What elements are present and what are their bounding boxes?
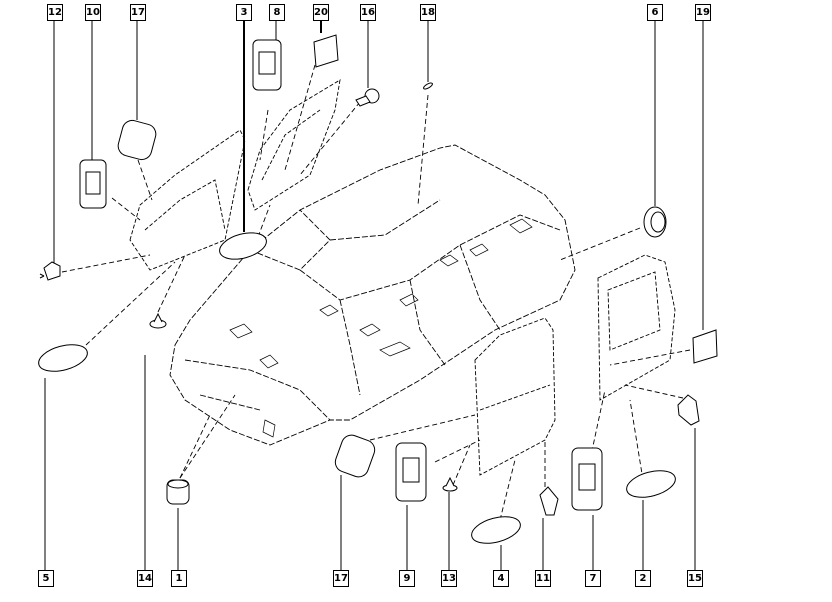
part-5-oval-plug — [38, 344, 88, 372]
part-14-push-pin — [149, 312, 167, 329]
rear-left-door — [474, 317, 556, 476]
part-1-round-plug — [166, 479, 190, 505]
callout-19: 19 — [695, 4, 711, 21]
part-8-handle-insert — [252, 39, 282, 91]
callout-14: 14 — [137, 570, 153, 587]
body-shell — [169, 144, 576, 446]
callout-3: 3 — [236, 4, 252, 21]
part-19-patch — [692, 329, 718, 364]
part-16-clip — [355, 88, 380, 107]
callout-1: 1 — [171, 570, 187, 587]
part-12-clip — [39, 261, 61, 281]
part-10-handle-insert — [79, 159, 107, 209]
part-11-clip — [539, 486, 559, 516]
callout-18: 18 — [420, 4, 436, 21]
callout-15: 15 — [687, 570, 703, 587]
callout-17-bottom: 17 — [333, 570, 349, 587]
callout-11: 11 — [535, 570, 551, 587]
part-17-foam-pad-top — [117, 119, 157, 161]
callout-16: 16 — [360, 4, 376, 21]
callout-20: 20 — [313, 4, 329, 21]
part-3-oval-plug — [219, 232, 267, 260]
part-20-patch — [313, 34, 339, 68]
part-6-grommet — [643, 206, 667, 238]
callout-13: 13 — [441, 570, 457, 587]
part-4-oval-plug — [471, 516, 521, 544]
callout-9: 9 — [399, 570, 415, 587]
part-13-push-pin — [442, 476, 458, 492]
front-right-door — [247, 79, 341, 211]
part-7-handle-insert — [571, 447, 603, 511]
callout-12: 12 — [47, 4, 63, 21]
part-2-oval-plug — [626, 470, 676, 498]
part-9-handle-insert — [395, 442, 427, 502]
front-left-door — [129, 129, 246, 271]
callout-6: 6 — [647, 4, 663, 21]
rear-right-door — [597, 254, 676, 401]
callout-5: 5 — [38, 570, 54, 587]
callout-17-top: 17 — [130, 4, 146, 21]
part-18-roof-plug — [423, 82, 433, 90]
callout-8: 8 — [269, 4, 285, 21]
callout-7: 7 — [585, 570, 601, 587]
part-15-clip — [677, 394, 700, 426]
body-details — [229, 218, 533, 438]
callout-10: 10 — [85, 4, 101, 21]
callout-4: 4 — [493, 570, 509, 587]
part-17-foam-pad-bottom — [334, 434, 376, 478]
callout-2: 2 — [635, 570, 651, 587]
